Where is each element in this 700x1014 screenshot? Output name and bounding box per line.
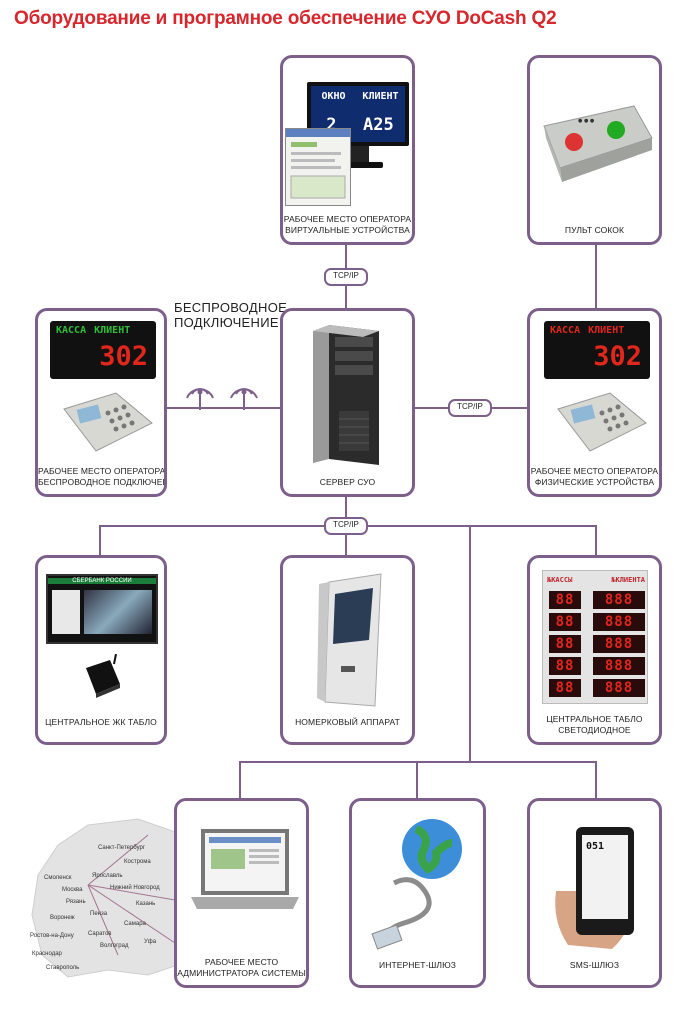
led-client-digits: 888 — [593, 679, 645, 697]
map-city-label: Рязань — [66, 899, 86, 905]
map-city-label: Кострома — [124, 859, 151, 865]
screen-value-client: A25 — [363, 115, 394, 135]
display-label-cashier: КАССА — [550, 325, 581, 336]
caption-led-board: ЦЕНТРАЛЬНОЕ ТАБЛО СВЕТОДИОДНОЕ — [546, 714, 643, 735]
caption-feedback-remote: ПУЛЬТ СОКОК — [564, 225, 625, 235]
map-city-label: Москва — [62, 887, 83, 893]
map-city-label: Самара — [124, 921, 146, 927]
caption-kiosk: НОМЕРКОВЫЙ АППАРАТ — [295, 717, 400, 727]
map-city-label: Казань — [136, 901, 156, 907]
map-city-label: Смоленск — [44, 875, 72, 881]
card-virtual-workstation: ОКНО КЛИЕНТ 2 A25 РАБОЧЕЕ МЕСТО ОПЕРАТОР… — [280, 55, 415, 245]
caption-internet-gateway: ИНТЕРНЕТ-ШЛЮЗ — [379, 960, 456, 970]
led-client-digits: 888 — [593, 635, 645, 653]
tcp-ip-badge-right: TCP/IP — [448, 399, 492, 417]
lcd-brand: СБЕРБАНК РОССИИ — [48, 578, 156, 584]
caption-sms-gateway: SMS-ШЛЮЗ — [569, 960, 620, 970]
caption-lcd-board: ЦЕНТРАЛЬНОЕ ЖК ТАБЛО — [45, 717, 157, 727]
led-cashier-digits: 88 — [549, 613, 581, 631]
map-city-label: Воронеж — [50, 915, 75, 921]
card-sms-gateway: 051 SMS-ШЛЮЗ — [527, 798, 662, 988]
laptop-icon — [191, 829, 299, 909]
mobile-phone-icon — [555, 827, 634, 949]
feedback-remote-icon: ● ● ● — [543, 105, 653, 182]
map-city-label: Санкт-Петербург — [98, 845, 146, 851]
tcp-ip-badge-bottom: TCP/IP — [324, 517, 368, 535]
card-feedback-remote: ● ● ● ПУЛЬТ СОКОК — [527, 55, 662, 245]
caption-wireless-workstation: РАБОЧЕЕ МЕСТО ОПЕРАТОРА БЕСПРОВОДНОЕ ПОД… — [38, 466, 167, 487]
wireless-connection-label: БЕСПРОВОДНОЕ ПОДКЛЮЧЕНИЕ — [174, 300, 288, 330]
map-city-label: Ставрополь — [46, 965, 80, 971]
software-window-icon — [285, 128, 351, 206]
mini-pc-icon — [86, 654, 120, 698]
lcd-screen: СБЕРБАНК РОССИИ — [46, 574, 158, 644]
map-city-label: Ярославль — [92, 873, 123, 879]
antenna-icon — [230, 388, 258, 410]
caption-virtual-workstation: РАБОЧЕЕ МЕСТО ОПЕРАТОРА ВИРТУАЛЬНЫЕ УСТР… — [283, 214, 412, 235]
led-header-client: №КЛИЕНТА — [611, 576, 645, 584]
tcp-ip-badge-top: TCP/IP — [324, 268, 368, 286]
globe-network-icon — [371, 819, 462, 950]
led-cashier-digits: 88 — [549, 635, 581, 653]
sms-number: 051 — [586, 841, 605, 852]
caption-server: СЕРВЕР СУО — [319, 477, 376, 487]
operator-display: КАССА КЛИЕНТ 302 — [544, 321, 650, 379]
svg-text:● ● ●: ● ● ● — [578, 118, 595, 124]
led-cashier-digits: 88 — [549, 591, 581, 609]
display-label-client: КЛИЕНТ — [588, 325, 625, 336]
display-label-cashier: КАССА — [56, 325, 87, 336]
screen-header-window: ОКНО — [321, 91, 346, 102]
map-city-label: Уфа — [144, 939, 157, 945]
led-cashier-digits: 88 — [549, 657, 581, 675]
keypad-icon — [557, 392, 647, 452]
card-internet-gateway: ИНТЕРНЕТ-ШЛЮЗ — [349, 798, 486, 988]
led-client-digits: 888 — [593, 657, 645, 675]
card-admin-workstation: РАБОЧЕЕ МЕСТО АДМИНИСТРАТОРА СИСТЕМЫ — [174, 798, 309, 988]
antenna-icon — [186, 388, 214, 410]
caption-admin-workstation: РАБОЧЕЕ МЕСТО АДМИНИСТРАТОРА СИСТЕМЫ — [177, 957, 306, 978]
operator-display: КАССА КЛИЕНТ 302 — [50, 321, 156, 379]
display-value: 302 — [99, 341, 148, 372]
map-city-label: Ростов-на-Дону — [30, 933, 74, 939]
map-city-label: Саратов — [88, 931, 112, 937]
server-tower-icon — [313, 325, 379, 465]
led-client-digits: 888 — [593, 591, 645, 609]
map-city-label: Краснодар — [32, 951, 62, 957]
card-kiosk: НОМЕРКОВЫЙ АППАРАТ — [280, 555, 415, 745]
card-wireless-workstation: КАССА КЛИЕНТ 302 РАБОЧЕЕ МЕСТО ОПЕРАТОРА… — [35, 308, 167, 497]
card-lcd-board: СБЕРБАНК РОССИИ ЦЕНТРАЛЬНОЕ ЖК ТАБЛО — [35, 555, 167, 745]
display-value: 302 — [593, 341, 642, 372]
wireless-keypad-icon — [63, 392, 153, 452]
led-client-digits: 888 — [593, 613, 645, 631]
led-header-cashier: №КАССЫ — [547, 576, 573, 584]
caption-physical-workstation: РАБОЧЕЕ МЕСТО ОПЕРАТОРА ФИЗИЧЕСКИЕ УСТРО… — [530, 466, 659, 487]
card-server: СЕРВЕР СУО — [280, 308, 415, 497]
screen-value-window: 2 — [326, 115, 337, 135]
screen-header-client: КЛИЕНТ — [362, 91, 399, 102]
ticket-kiosk-icon — [317, 573, 382, 707]
map-city-label: Волгоград — [100, 943, 129, 949]
card-physical-workstation: КАССА КЛИЕНТ 302 РАБОЧЕЕ МЕСТО ОПЕРАТОРА… — [527, 308, 662, 497]
led-cashier-digits: 88 — [549, 679, 581, 697]
map-city-label: Нижний Новгород — [110, 885, 160, 891]
page-title: Оборудование и програмное обеспечение СУ… — [14, 8, 557, 29]
display-label-client: КЛИЕНТ — [94, 325, 131, 336]
map-city-label: Пенза — [90, 911, 108, 917]
